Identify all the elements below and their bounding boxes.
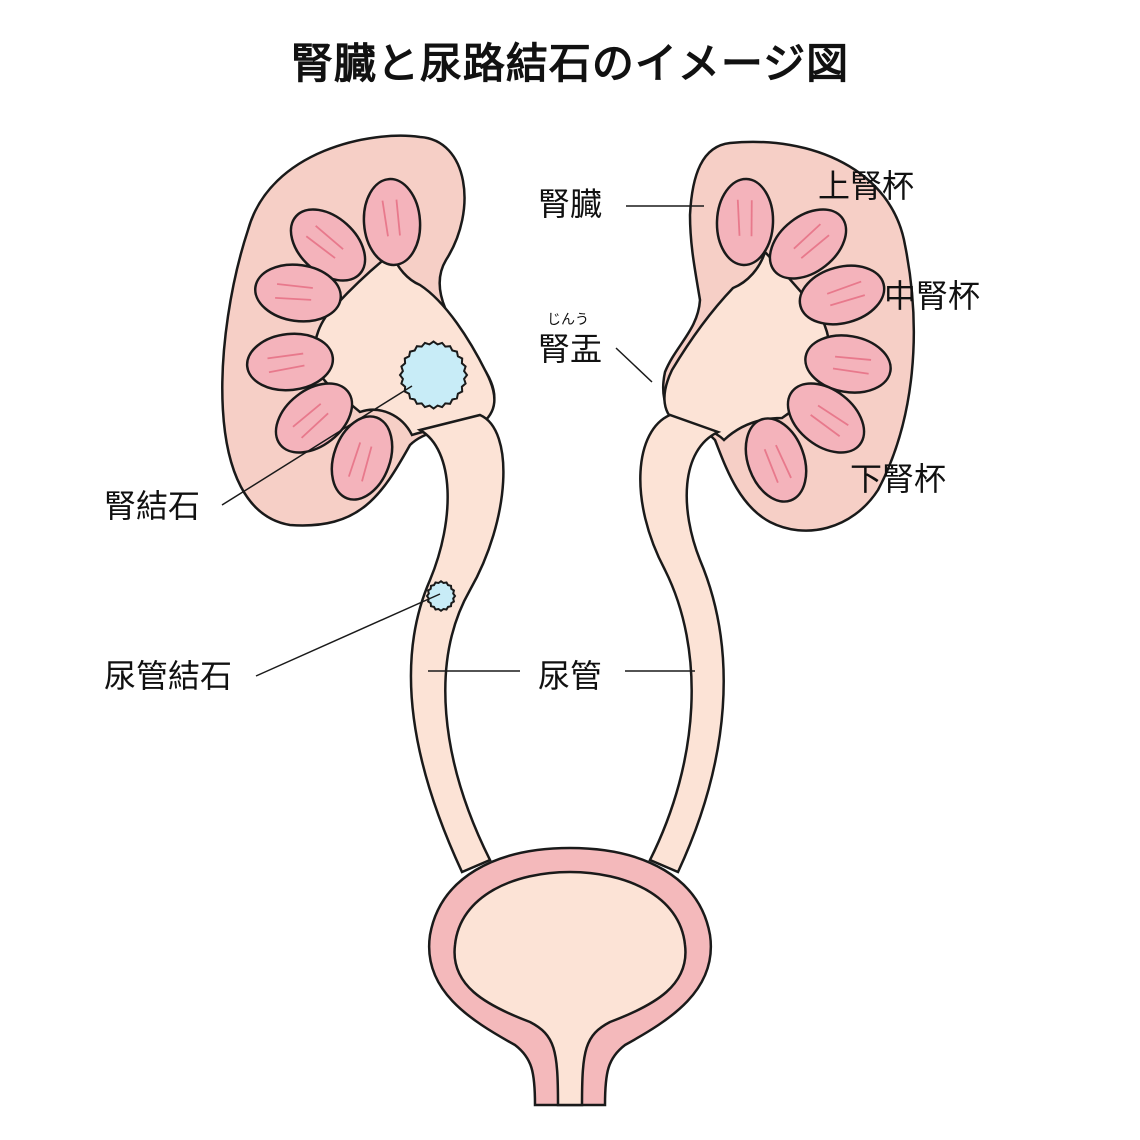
label-ureter: 尿管 bbox=[538, 657, 603, 695]
leader-ureter-stone bbox=[255, 593, 441, 677]
label-kidney-stone: 腎結石 bbox=[104, 487, 201, 525]
right-ureter bbox=[639, 413, 725, 874]
label-upper-calyx: 上腎杯 bbox=[818, 167, 915, 205]
bladder-inner-cavity bbox=[453, 870, 687, 1107]
label-renal-pelvis: 腎盂 bbox=[538, 330, 603, 368]
diagram-title: 腎臓と尿路結石のイメージ図 bbox=[290, 39, 850, 88]
kidney-stone bbox=[398, 340, 469, 410]
label-middle-calyx: 中腎杯 bbox=[884, 277, 981, 315]
right-kidney bbox=[661, 140, 916, 532]
label-ureter-stone: 尿管結石 bbox=[104, 657, 233, 695]
leader-lines bbox=[221, 205, 704, 677]
left-ureter bbox=[409, 413, 505, 874]
ureter-stone bbox=[425, 579, 457, 613]
label-lower-calyx: 下腎杯 bbox=[850, 460, 947, 498]
leader-renal-pelvis bbox=[615, 347, 653, 383]
bladder bbox=[427, 846, 713, 1107]
label-kidney: 腎臓 bbox=[538, 185, 603, 223]
label-renal-pelvis-reading: じんう bbox=[547, 312, 589, 328]
leader-kidney-stone bbox=[221, 385, 413, 506]
